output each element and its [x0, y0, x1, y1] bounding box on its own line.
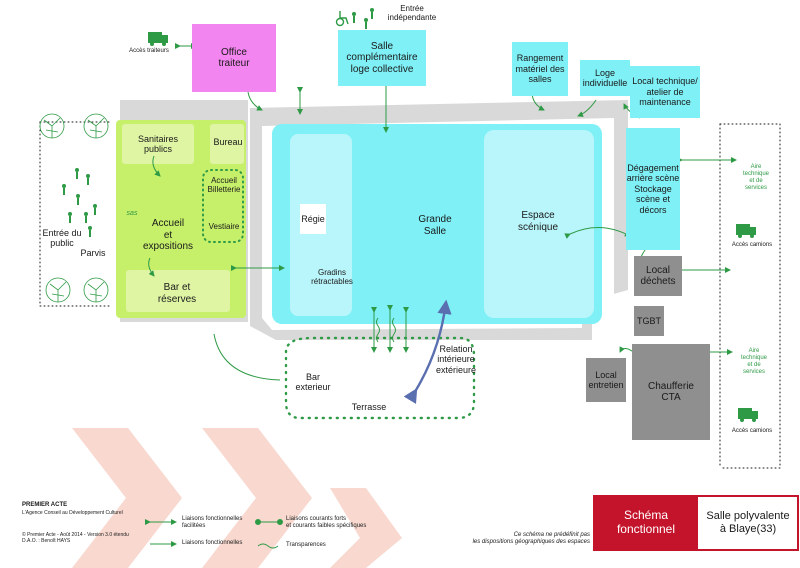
- room-accueil-billetterie-label: Accueil Billetterie: [207, 176, 241, 195]
- terrasse-label: Terrasse: [351, 402, 387, 412]
- public-hall-block: [116, 120, 246, 318]
- room-salle-complementaire: Salle complémentaire loge collective: [338, 30, 426, 86]
- room-salle-complementaire-label: Salle complémentaire loge collective: [346, 40, 418, 75]
- room-local-dechets-label: Local déchets: [640, 264, 676, 288]
- room-sanitaires-label: Sanitaires publics: [137, 134, 179, 155]
- room-loge-individuelle: Loge individuelle: [580, 60, 630, 96]
- room-office-traiteur: Office traiteur: [192, 24, 276, 92]
- brand-logo: PREMIER ACTE: [22, 502, 68, 508]
- room-tgbt: TGBT: [634, 306, 664, 336]
- legend-item-facilitees: Liaisons fonctionnelles facilitées: [182, 516, 243, 529]
- title-project-label: Salle polyvalente à Blaye(33): [706, 510, 790, 535]
- entree-independante-label: Entrée indépendante: [387, 4, 437, 23]
- bar-exterieur-label: Bar exterieur: [295, 372, 331, 393]
- stage-block: [484, 130, 594, 318]
- acces-camions-2-label: Accès camions: [731, 428, 773, 434]
- room-local-entretien-label: Local entretien: [588, 369, 624, 390]
- wheelchair-icon: [335, 11, 349, 27]
- room-local-technique-label: Local technique/ atelier de maintenance: [632, 76, 698, 108]
- room-degagement: Dégagement arrière scène Stockage scène …: [626, 128, 680, 250]
- acces-traiteurs-label: Accès traiteurs: [129, 48, 169, 54]
- parvis-label: Parvis: [80, 248, 106, 258]
- truck-icon: [148, 32, 758, 422]
- room-regie-label: Régie: [301, 213, 325, 224]
- sas-label: sas: [126, 210, 138, 217]
- acces-camions-1-label: Accès camions: [731, 242, 773, 248]
- room-gradins-label: Gradins rétractables: [311, 268, 353, 287]
- room-local-entretien: Local entretien: [586, 358, 626, 402]
- entree-public-label: Entrée du public: [42, 228, 82, 249]
- room-bureau-label: Bureau: [213, 137, 243, 147]
- relation-arrow: [403, 299, 452, 404]
- legend-symbols: [145, 519, 283, 549]
- room-rangement: Rangement matériel des salles: [512, 42, 568, 96]
- room-regie: Régie: [300, 204, 326, 234]
- tree-icon: [39, 113, 109, 303]
- relation-label: Relation intérieure extérieure: [435, 344, 477, 375]
- room-grande-salle-label: Grande Salle: [418, 214, 452, 237]
- chevron-watermark: [72, 428, 402, 568]
- legend-item-courants: Liaisons courants forts et courants faib…: [286, 516, 367, 529]
- aire-technique-1-label: Aire technique et de services: [742, 164, 770, 191]
- room-local-technique: Local technique/ atelier de maintenance: [630, 66, 700, 118]
- pedestrian-icon: [62, 8, 374, 237]
- room-office-traiteur-label: Office traiteur: [218, 46, 250, 70]
- room-vestiaire-label: Vestiaire: [208, 222, 240, 231]
- room-degagement-label: Dégagement arrière scène Stockage scène …: [626, 163, 680, 215]
- room-bar-reserves-label: Bar et réserves: [157, 282, 197, 305]
- legend-item-transparences: Transparences: [286, 542, 326, 548]
- room-chaufferie: Chaufferie CTA: [632, 344, 710, 440]
- room-accueil-expositions-label: Accueil et expositions: [142, 218, 194, 252]
- credits: © Premier Acte - Août 2014 - Version 3.0…: [22, 532, 129, 545]
- transparency-lines: [376, 317, 396, 343]
- room-tgbt-label: TGBT: [637, 315, 661, 326]
- room-chaufferie-label: Chaufferie CTA: [648, 380, 694, 404]
- room-loge-label: Loge individuelle: [582, 67, 628, 88]
- legend-item-fonctionnelles: Liaisons fonctionnelles: [182, 540, 243, 546]
- title-schema: Schéma fonctionnel: [594, 496, 698, 550]
- room-local-dechets: Local déchets: [634, 256, 682, 296]
- title-project: Salle polyvalente à Blaye(33): [698, 496, 798, 550]
- title-schema-label: Schéma fonctionnel: [616, 508, 676, 536]
- aire-technique-2-label: Aire technique et de services: [740, 348, 768, 375]
- room-espace-scenique-label: Espace scénique: [517, 210, 559, 233]
- disclaimer: Ce schéma ne prédéfinit pas les disposit…: [472, 532, 590, 545]
- brand-subtitle: L'Agence Conseil au Développement Cultur…: [22, 510, 123, 516]
- room-rangement-label: Rangement matériel des salles: [515, 53, 565, 85]
